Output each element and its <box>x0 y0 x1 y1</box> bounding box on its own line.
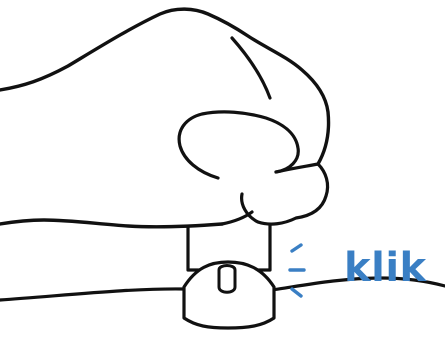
click-label: klik <box>344 248 427 288</box>
hand-icon <box>0 9 329 227</box>
